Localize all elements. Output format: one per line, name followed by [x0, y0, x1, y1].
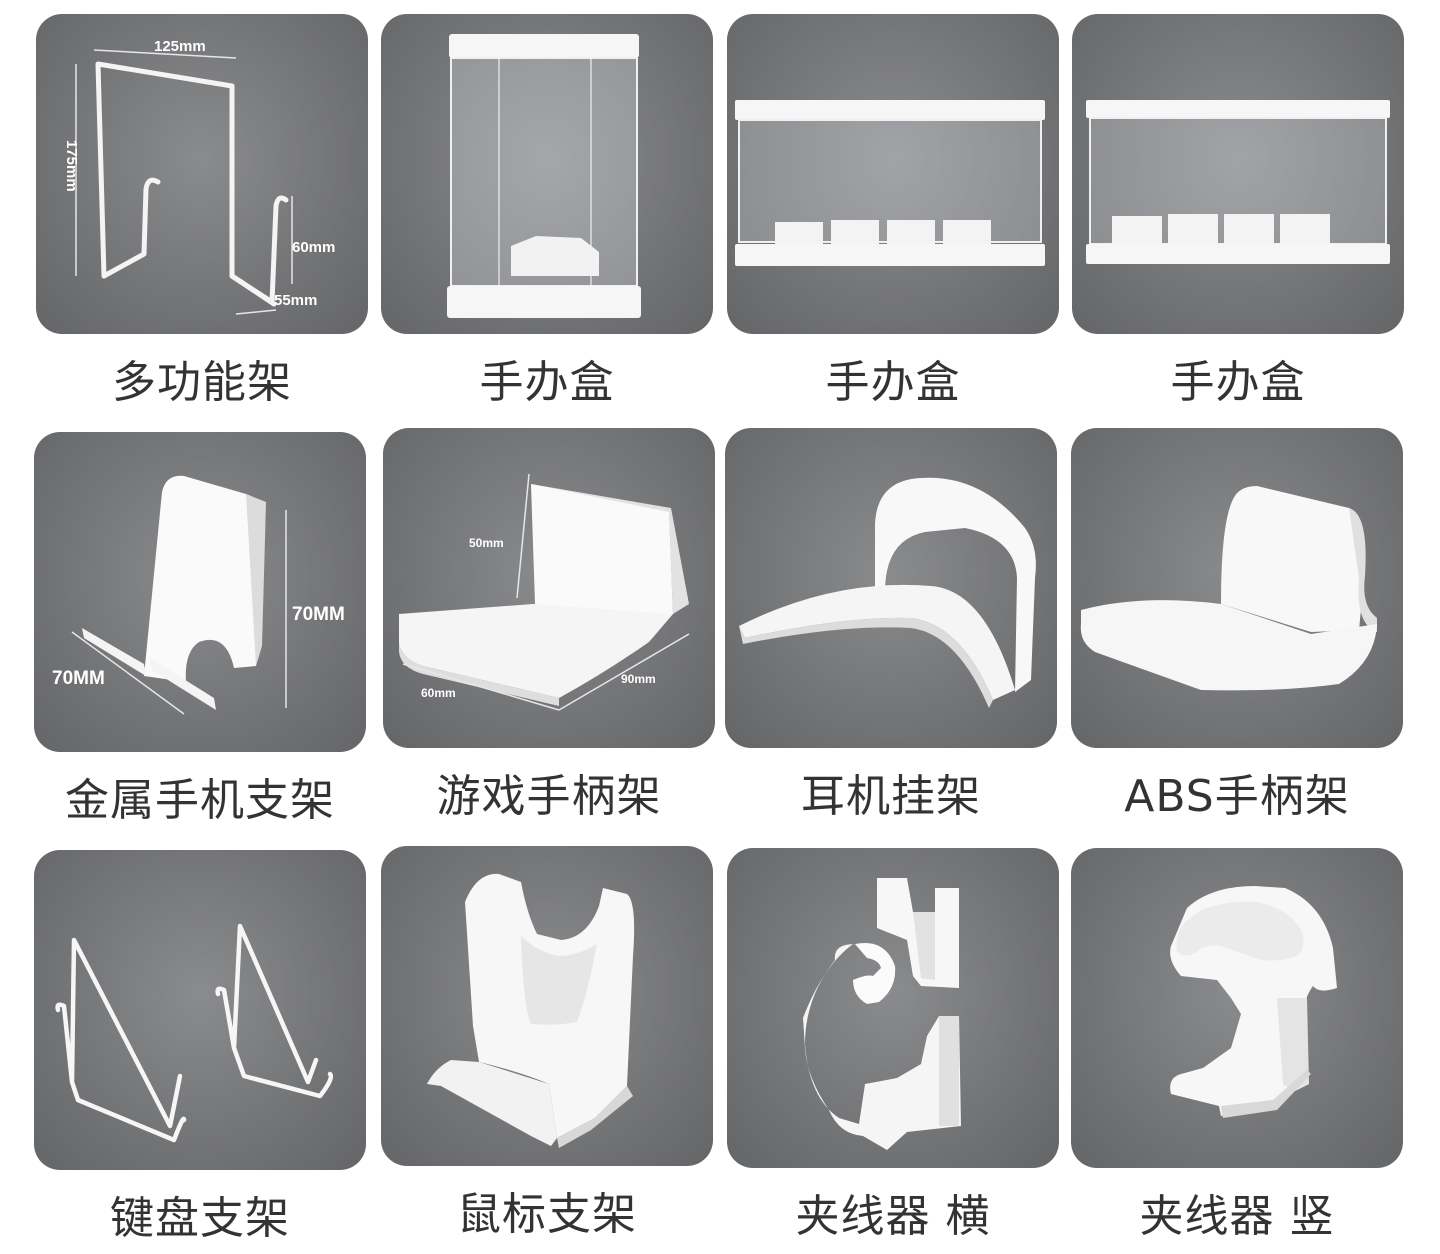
product-caption: 金属手机支架: [65, 775, 335, 826]
dimension-label: 60mm: [421, 686, 456, 700]
product-caption: 手办盒: [1170, 357, 1306, 408]
wide-display-box-icon: [735, 100, 1045, 266]
product-image: [1071, 848, 1403, 1168]
product-caption: 手办盒: [825, 357, 961, 408]
product-caption: 手办盒: [479, 357, 615, 408]
product-caption: 多功能架: [112, 357, 292, 408]
product-image: [1071, 428, 1403, 748]
product-card[interactable]: 手办盒: [381, 14, 713, 408]
product-image: 70MM 70MM: [34, 432, 366, 752]
product-caption: 键盘支架: [110, 1193, 290, 1244]
product-image: [34, 850, 366, 1170]
product-card[interactable]: 125mm 175mm 60mm 55mm 多功能架: [36, 14, 368, 408]
mouse-holder-icon: [427, 873, 635, 1148]
product-image: [381, 14, 713, 334]
wire-rack-icon: [75, 49, 293, 315]
dimension-label: 70MM: [52, 668, 105, 689]
product-image: [727, 848, 1059, 1168]
dimension-label: 50mm: [469, 536, 504, 550]
keyboard-stand-icon: [55, 923, 334, 1143]
product-image: 50mm 60mm 90mm: [383, 428, 715, 748]
product-card[interactable]: 键盘支架: [34, 850, 366, 1244]
product-caption: 游戏手柄架: [436, 771, 662, 822]
dimension-label: 125mm: [154, 38, 206, 55]
phone-stand-icon: [71, 475, 287, 715]
product-card[interactable]: ABS手柄架: [1071, 428, 1403, 822]
cable-clip-horizontal-icon: [803, 878, 961, 1150]
product-caption: 夹线器 横: [795, 1191, 991, 1242]
tall-display-box-icon: [447, 34, 641, 318]
product-caption: 鼠标支架: [457, 1189, 637, 1240]
product-caption: ABS手柄架: [1124, 771, 1350, 822]
dimension-label: 60mm: [292, 239, 336, 256]
cable-clip-vertical-icon: [1170, 886, 1337, 1118]
product-card[interactable]: 夹线器 竖: [1071, 848, 1403, 1242]
product-card[interactable]: 50mm 60mm 90mm 游戏手柄架: [383, 428, 715, 822]
dimension-label: 175mm: [63, 140, 80, 192]
product-card[interactable]: 耳机挂架: [725, 428, 1057, 822]
product-card[interactable]: 70MM 70MM 金属手机支架: [34, 432, 366, 826]
controller-holder-icon: [399, 473, 690, 711]
product-image: [725, 428, 1057, 748]
dimension-label: 90mm: [621, 672, 656, 686]
product-card[interactable]: 手办盒: [727, 14, 1059, 408]
product-card[interactable]: 手办盒: [1072, 14, 1404, 408]
product-image: [381, 846, 713, 1166]
product-caption: 耳机挂架: [801, 771, 981, 822]
headphone-hanger-icon: [739, 477, 1036, 708]
product-caption: 夹线器 竖: [1139, 1191, 1335, 1242]
dimension-label: 70MM: [292, 604, 345, 625]
product-image: [1072, 14, 1404, 334]
abs-controller-holder-icon: [1080, 486, 1377, 691]
wide-display-box-icon: [1086, 100, 1390, 264]
product-card[interactable]: 鼠标支架: [381, 846, 713, 1240]
product-image: [727, 14, 1059, 334]
product-image: 125mm 175mm 60mm 55mm: [36, 14, 368, 334]
product-card[interactable]: 夹线器 横: [727, 848, 1059, 1242]
dimension-label: 55mm: [274, 292, 318, 309]
